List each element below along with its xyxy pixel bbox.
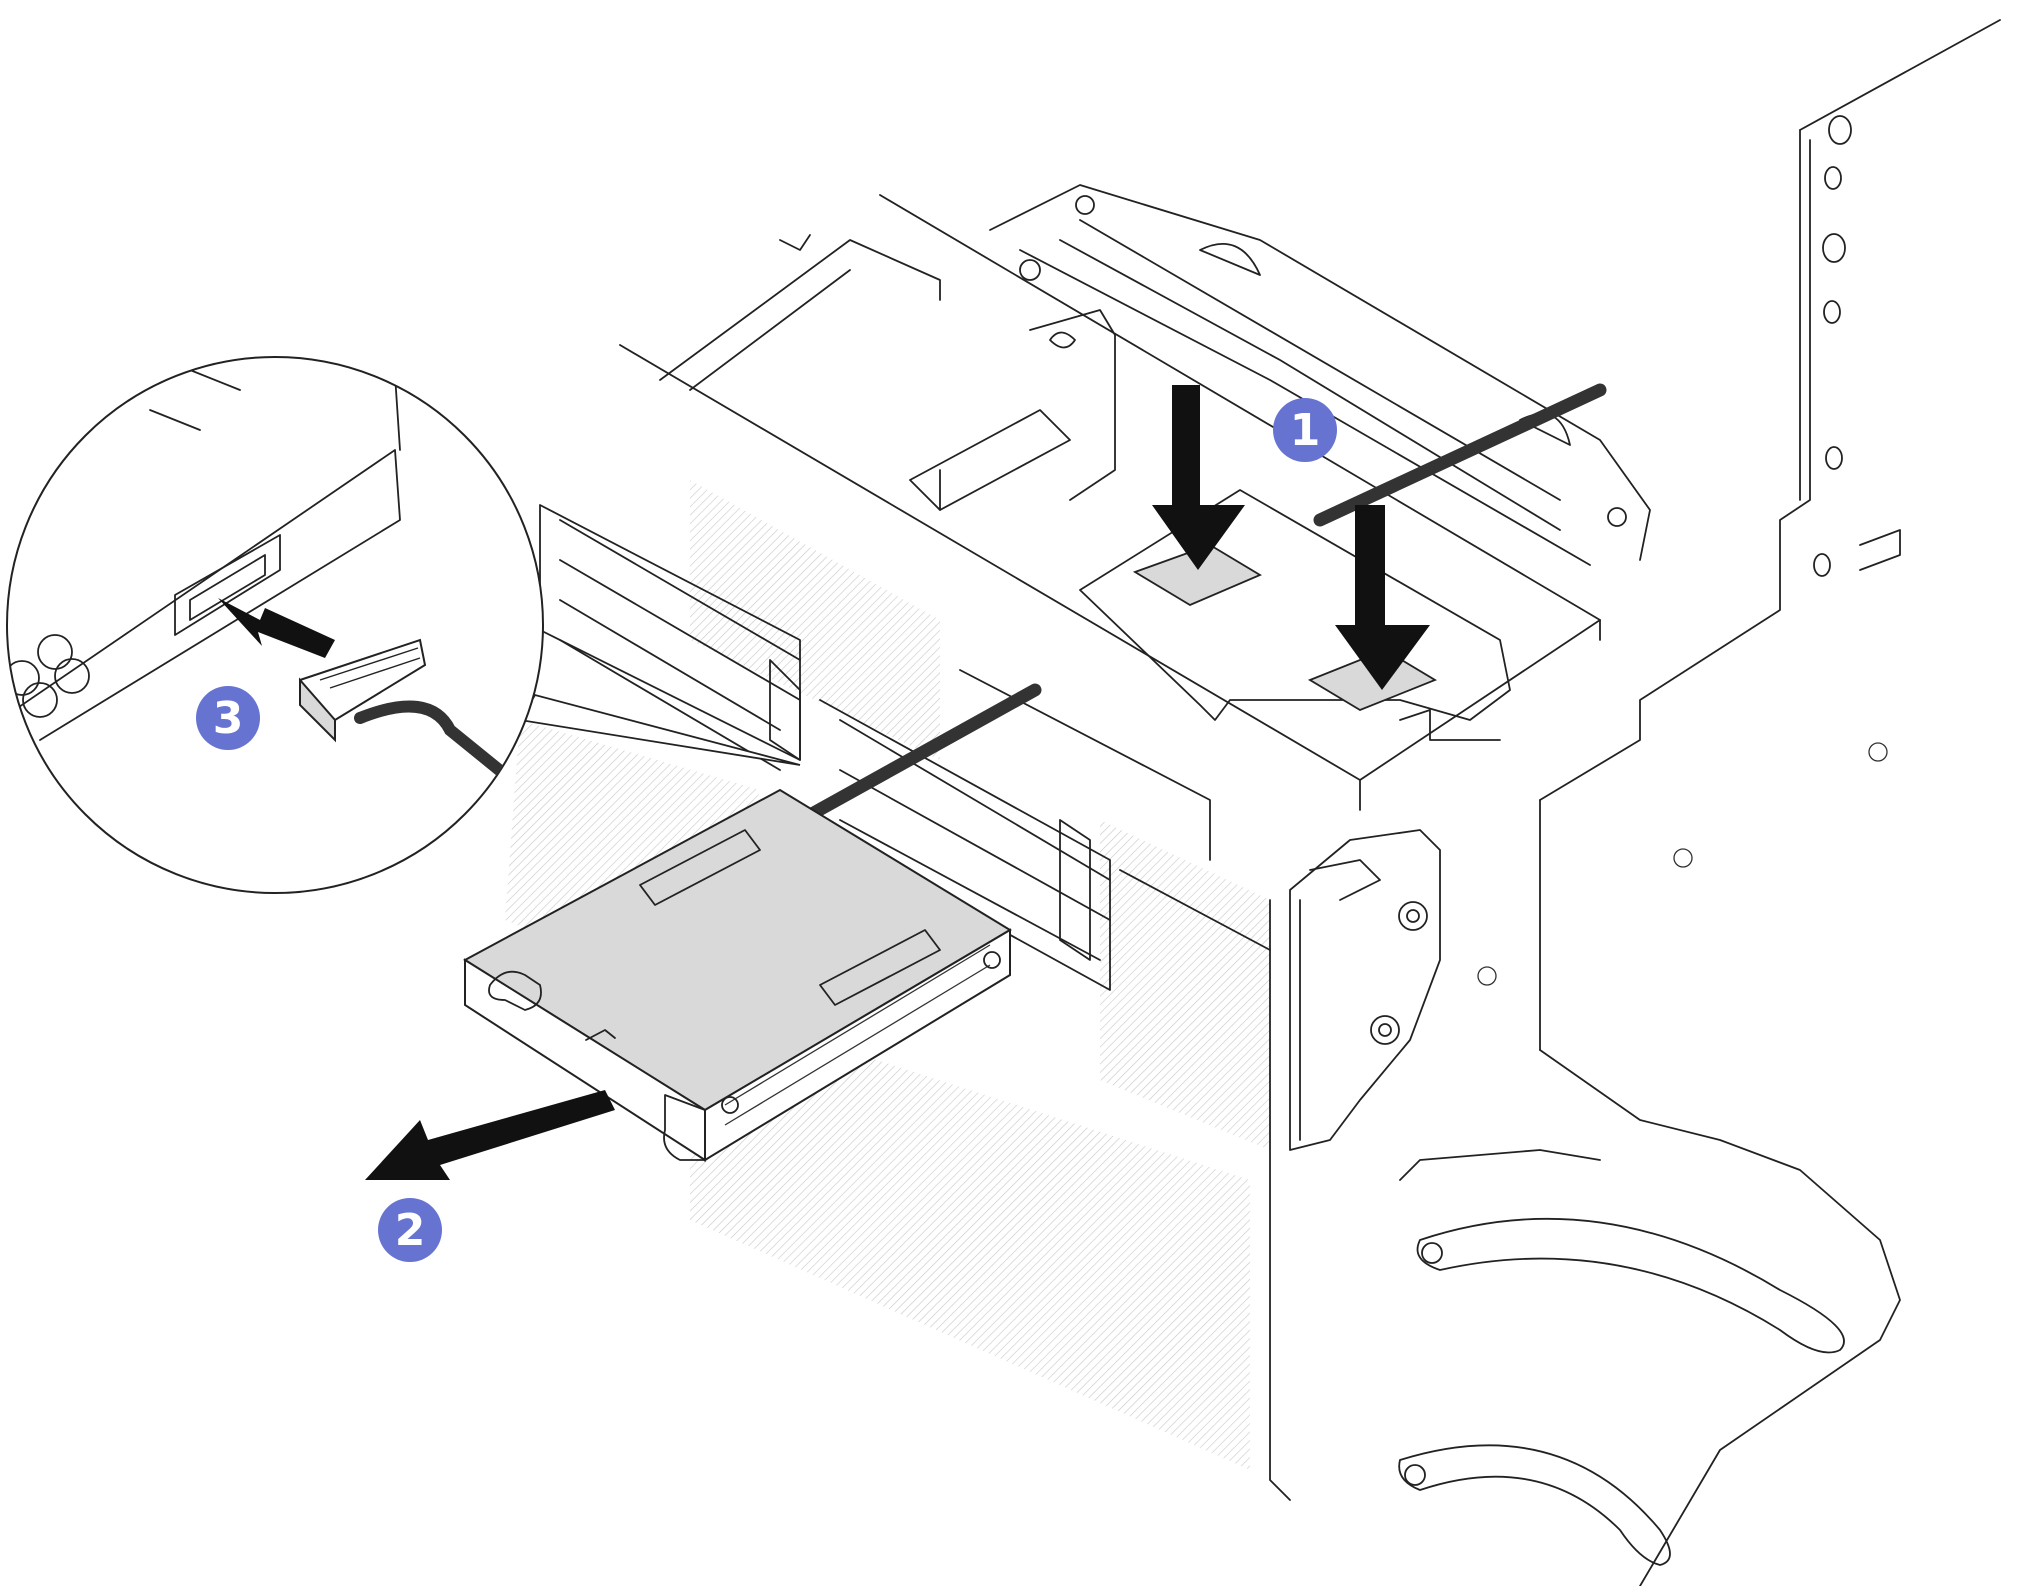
callout-3: 3 [196, 686, 260, 750]
callout-1: 1 [1273, 398, 1337, 462]
arrow-press-left [1152, 385, 1245, 570]
cable [803, 383, 1607, 822]
callout-2: 2 [378, 1198, 442, 1262]
release-plate [1079, 489, 1511, 741]
callout-2-label: 2 [395, 1205, 426, 1256]
callout-1-label: 1 [1290, 405, 1321, 456]
chassis [619, 19, 2001, 1586]
callout-3-label: 3 [213, 693, 244, 744]
magnified-inset [6, 356, 801, 894]
arrow-pull-out [365, 1090, 615, 1180]
drive-module [463, 788, 1012, 1162]
arrow-press-right [1335, 505, 1430, 690]
